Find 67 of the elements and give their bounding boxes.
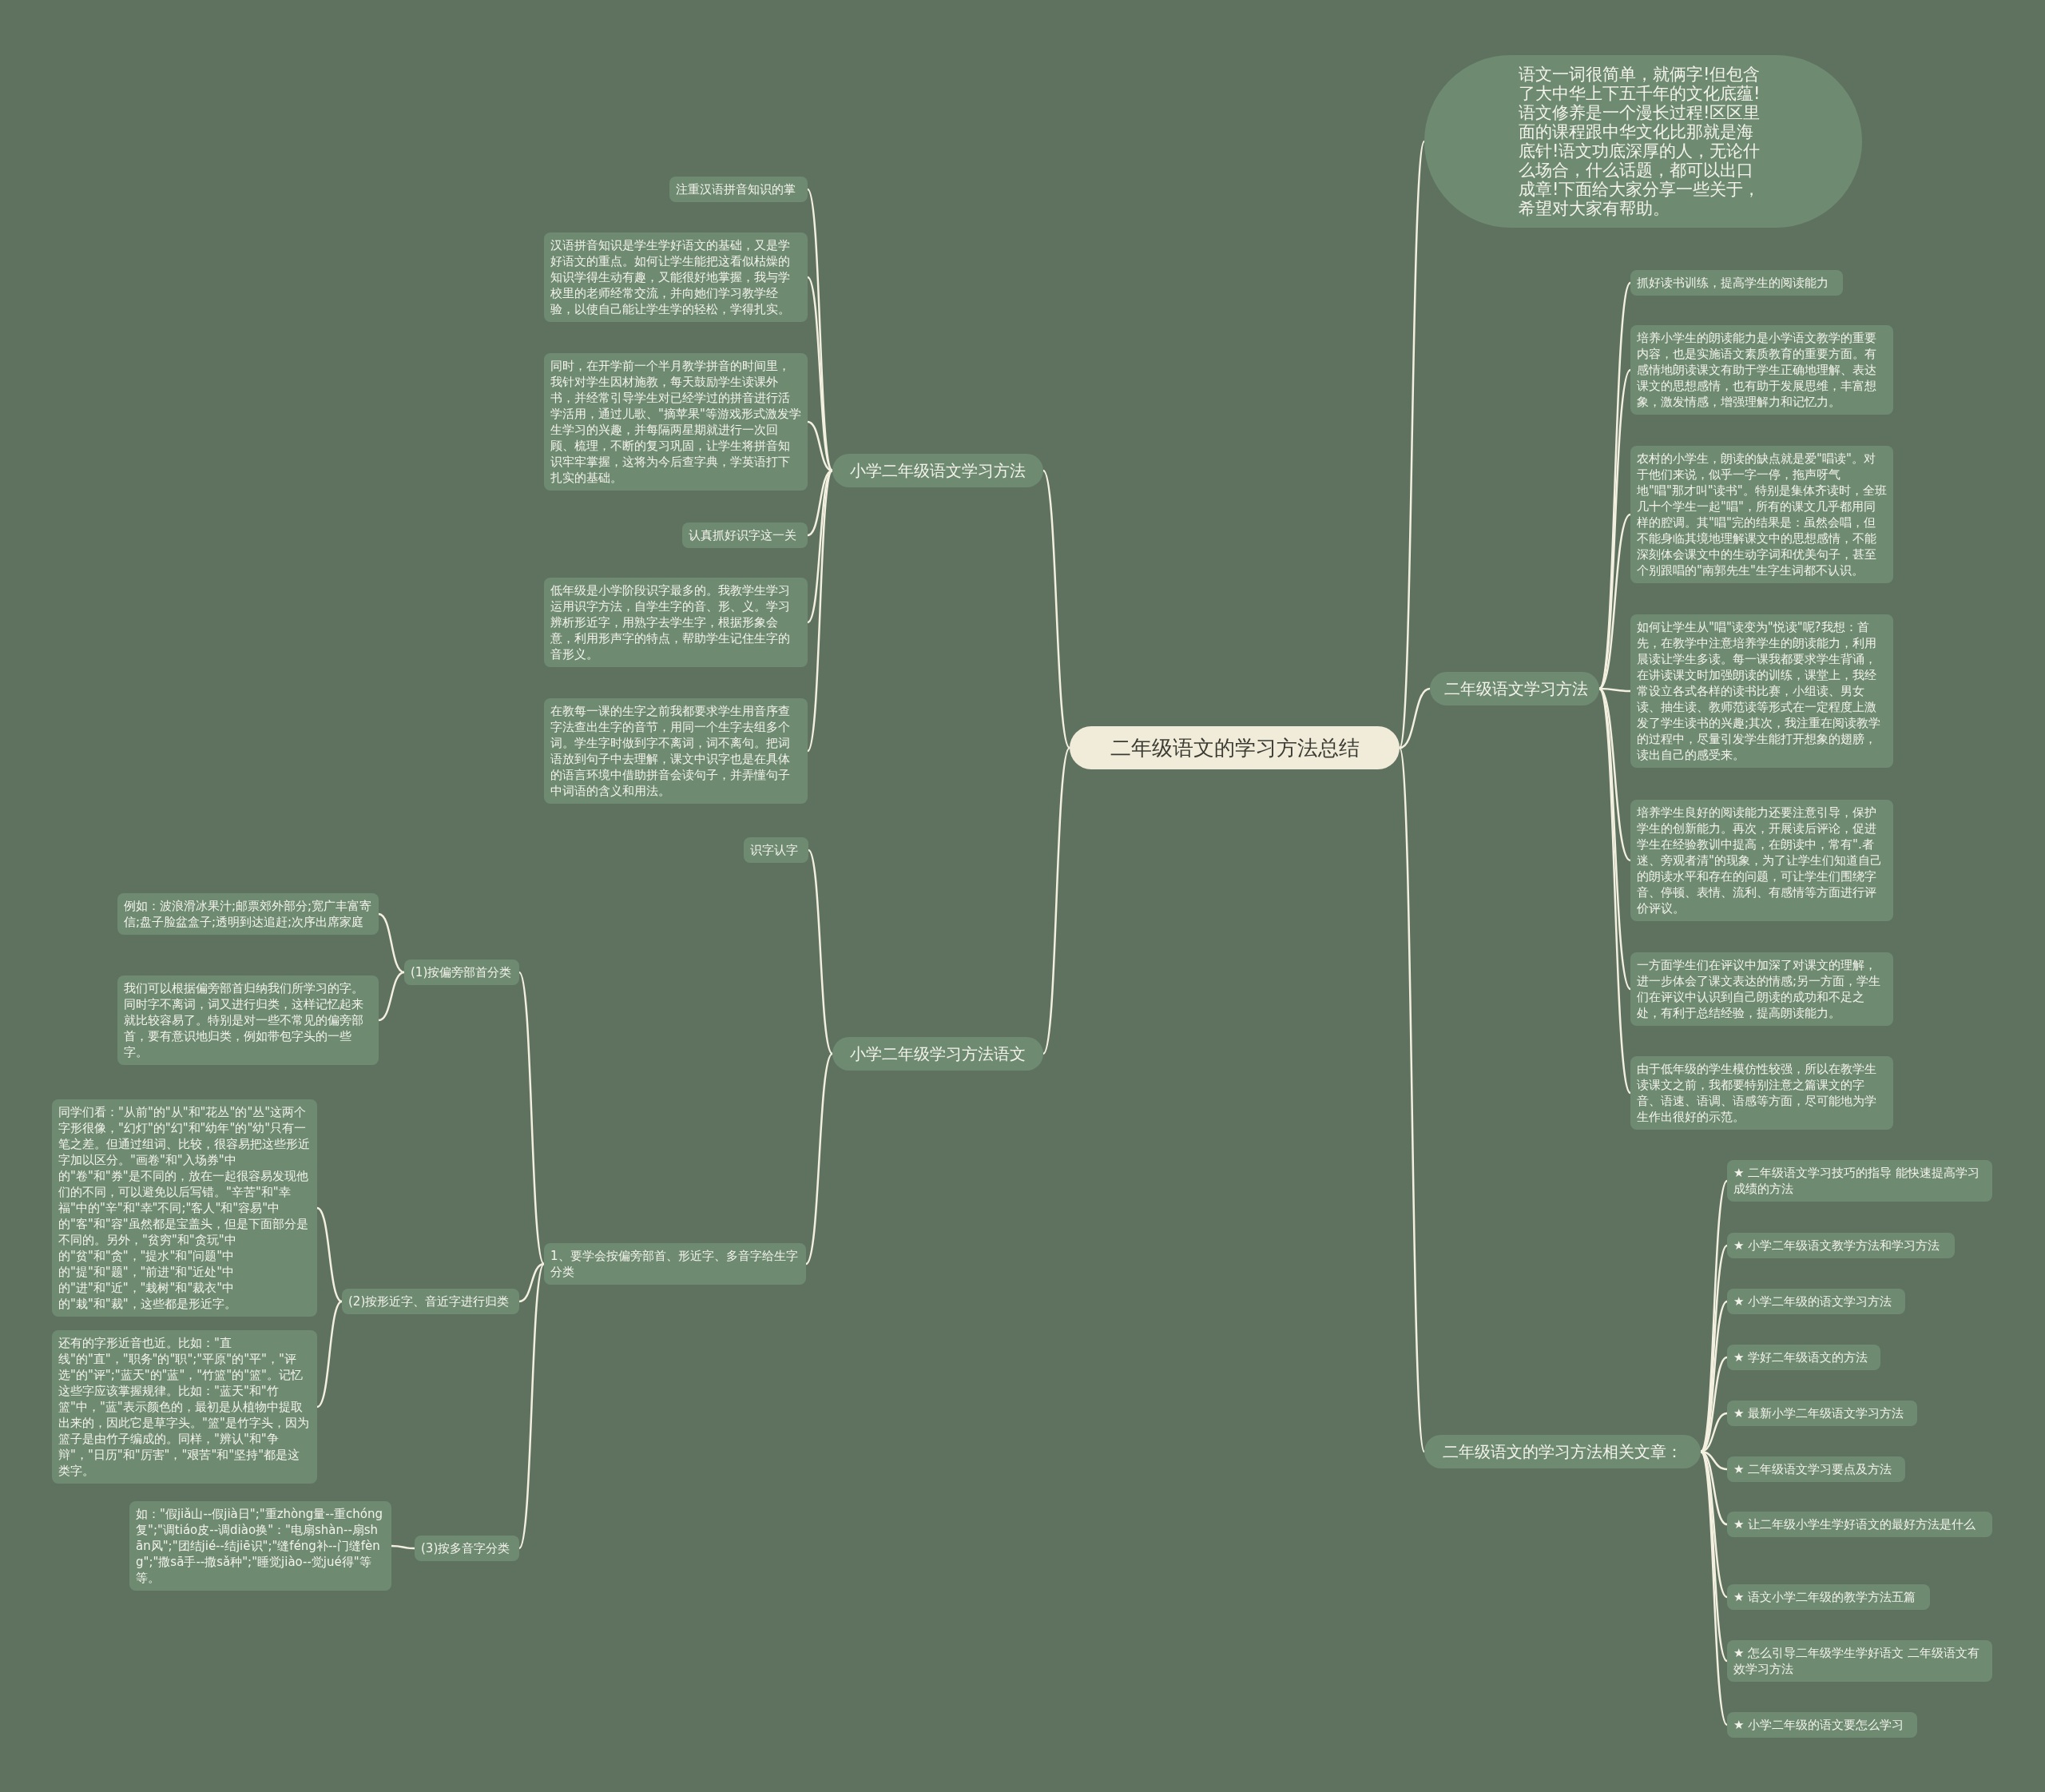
topic-card: 培养小学生的朗读能力是小学语文教学的重要内容，也是实施语文素质教育的重要方面。有感情地朗读课文有助于学生正确地理解、表达课文的思想感情，也有助于发展思维，丰富想象，激发情感，增强理解力和记忆力。 [1630, 325, 1893, 415]
connector-line [378, 912, 405, 974]
connector-line [378, 971, 405, 1022]
connector-line [316, 1206, 343, 1303]
connector-line [1598, 688, 1632, 990]
topic-card: 汉语拼音知识是学生学好语文的基础，又是学好语文的重点。如何让学生能把这看似枯燥的知识学得生动有趣，又能很好地掌握，我与学校里的老师经常交流，并向她们学习教学经验，以使自己能让学生学的轻松，学得扎实。 [544, 232, 808, 322]
topic-card: 抓好读书训练，提高学生的阅读能力 [1630, 270, 1843, 296]
topic-card: 一方面学生们在评议中加深了对课文的理解，进一步体会了课文表达的情感;另一方面，学生们在评议中认识到自己朗读的成功和不足之处，有利于总结经验，提高朗读能力。 [1630, 952, 1893, 1026]
topic-card: ★ 小学二年级语文教学方法和学习方法 [1727, 1233, 1955, 1258]
topic-card: 低年级是小学阶段识字最多的。我教学生学习运用识字方法，自学生字的音、形、义。学习辨析形近字，用熟字去学生字，根据形象会意，利用形声字的特点，帮助学生记住生字的音形义。 [544, 578, 808, 667]
topic-card: 同学们看："从前"的"从"和"花丛"的"丛"这两个字形很像，"幻灯"的"幻"和"幼年"的"幼"只有一笔之差。但通过组词、比较，很容易把这些形近字加以区分。"画卷"和"入场券"中的"卷"和"券"是不同的，放在一起很容易发现他们的不同，可以避免以后写错。"辛苦"和"幸福"中的"辛"和"幸"不同;"客人"和"容易"中的"客"和"容"虽然都是宝盖头，但是下面部分是不同的。另外，"贫穷"和"贪玩"中的"贫"和"贪"，"提水"和"问题"中的"提"和"题"，"前进"和"近处"中的"进"和"近"，"栽树"和"裁衣"中的"栽"和"裁"，这些都是形近字。 [52, 1099, 317, 1317]
topic-card: 识字认字 [744, 837, 808, 863]
topic-card: 在教每一课的生字之前我都要求学生用音序查字法查出生字的音节，用同一个生字去组多个词。学生字时做到字不离词，词不离句。把词语放到句子中去理解，课文中识字也是在具体的语言环境中借助拼音会读句子，并弄懂句子中词语的含义和用法。 [544, 698, 808, 804]
branch-topic: 小学二年级学习方法语文 [832, 1037, 1043, 1071]
connector-line [808, 849, 833, 1055]
connector-line [1599, 687, 1630, 693]
topic-card: 同时，在开学前一个半月教学拼音的时间里，我针对学生因材施教，每天鼓励学生读课外书，并经常引导学生对已经学过的拼音进行活学活用，通过儿歌、"摘苹果"等游戏形式激发学生学习的兴趣，并每隔两星期就进行一次回顾、梳理，不断的复习巩固，让学生将拼音知识牢牢掌握，这将为今后查字典，学英语打下扎实的基础。 [544, 353, 808, 491]
connector-line [1042, 470, 1071, 749]
connector-line [807, 470, 833, 623]
connector-line [1700, 1451, 1728, 1662]
central-topic: 二年级语文的学习方法总结 [1070, 726, 1400, 769]
topic-card: ★ 二年级语文学习要点及方法 [1727, 1456, 1905, 1482]
connector-line [391, 1544, 415, 1550]
connector-line [1699, 1451, 1729, 1726]
connector-line [518, 971, 546, 1265]
connector-line [518, 1263, 546, 1549]
intro-bubble: 语文一词很简单，就俩字!但包含了大中华上下五千年的文化底蕴!语文修养是一个漫长过程!区区里面的课程跟中华文化比那就是海底针!语文功底深厚的人，无论什么场合，什么话题，都可以出口成章!下面给大家分享一些关于，希望对大家有帮助。 [1424, 55, 1862, 228]
topic-card: 认真抓好识字这一关 [682, 523, 808, 548]
connector-line [1042, 747, 1071, 1055]
topic-card: ★ 学好二年级语文的方法 [1727, 1345, 1880, 1370]
connector-line [518, 1262, 545, 1303]
topic-card: 1、要学会按偏旁部首、形近字、多音字给生字分类 [544, 1243, 806, 1285]
topic-card: ★ 语文小学二年级的教学方法五篇 [1727, 1584, 1930, 1610]
topic-card: (2)按形近字、音近字进行归类 [342, 1289, 519, 1314]
connector-line [1699, 1180, 1729, 1452]
topic-card: 注重汉语拼音知识的掌 [669, 177, 808, 202]
connector-line [1398, 747, 1426, 1452]
connector-line [807, 276, 833, 471]
branch-topic: 小学二年级语文学习方法 [832, 454, 1043, 487]
connector-line [1398, 141, 1426, 749]
topic-card: (3)按多音字分类 [415, 1536, 519, 1561]
topic-card: 还有的字形近音也近。比如："直线"的"直"，"职务"的"职";"平原"的"平"，"评选"的"评";"蓝天"的"蓝"，"竹篮"的"篮"。记忆这些字应该掌握规律。比如："蓝天"和"竹篮"中，"蓝"表示颜色的，最初是从植物中提取出来的，因此它是草字头。"篮"是竹字头，因为篮子是由竹子编成的。同样，"辨认"和"争辩"，"日历"和"厉害"，"艰苦"和"坚持"都是这类字。 [52, 1330, 317, 1484]
connector-line [806, 189, 834, 471]
topic-card: 如："假jiǎ山--假jià日";"重zhòng量--重chóng复";"调tiáo皮--调diào换"："电扇shàn--扇shān风";"团结jié--结jiē识";"缝féng补--门缝fèng";"撒sā手--撒sǎ种";"睡觉jiào--觉jué得"等等。 [129, 1501, 391, 1591]
topic-card: 如何让学生从"唱"读变为"悦读"呢?我想：首先，在教学中注意培养学生的朗读能力，利用晨读让学生多读。每一课我都要求学生背诵，在讲读课文时加强朗读的训练，课堂上，我经常设立各式各样的读书比赛，小组读、男女读、抽生读、教师范读等形式在一定程度上激发了学生读书的兴趣;其次，我注重在阅读教学的过程中，尽量引发学生能打开想象的翅膀，读出自己的感受来。 [1630, 614, 1893, 768]
connector-line [1399, 687, 1431, 749]
branch-topic: 二年级语文的学习方法相关文章： [1424, 1435, 1701, 1468]
connector-line [1598, 282, 1632, 689]
branch-topic: 二年级语文学习方法 [1430, 672, 1599, 705]
connector-line [316, 1300, 343, 1409]
connector-line [805, 1053, 833, 1265]
topic-card: 培养学生良好的阅读能力还要注意引导，保护学生的创新能力。再次，开展读后评论，促进学生在经验教训中提高，在朗读中，常有".者迷、旁观者清"的现象，为了让学生们知道自己的朗读水平和存在的问题，可让学生们围绕字音、停顿、表情、流利、有感情等方面进行评价评议。 [1630, 800, 1893, 921]
topic-card: ★ 小学二年级的语文学习方法 [1727, 1289, 1905, 1314]
connector-line [807, 420, 833, 472]
topic-card: ★ 最新小学二年级语文学习方法 [1727, 1401, 1917, 1426]
topic-card: ★ 小学二年级的语文要怎么学习 [1727, 1712, 1917, 1738]
topic-card: 由于低年级的学生模仿性较强，所以在教学生读课文之前，我都要特别注意之篇课文的字音、语速、语调、语感等方面，尽可能地为学生作出很好的示范。 [1630, 1056, 1893, 1130]
connector-line [1598, 369, 1632, 689]
topic-card: 我们可以根据偏旁部首归纳我们所学习的字。同时字不离词，词又进行归类，这样记忆起来就比较容易了。特别是对一些不常见的偏旁部首，要有意识地归类，例如带包字头的一些字。 [117, 975, 379, 1065]
topic-card: ★ 让二年级小学生学好语文的最好方法是什么 [1727, 1512, 1992, 1537]
topic-card: ★ 二年级语文学习技巧的指导 能快速提高学习成绩的方法 [1727, 1160, 1992, 1202]
connector-line [806, 470, 834, 752]
topic-card: (1)按偏旁部首分类 [404, 960, 519, 985]
topic-card: 农村的小学生，朗读的缺点就是爱"唱读"。对于他们来说，似乎一字一停，拖声呀气地"唱"那才叫"读书"。特别是集体齐读时，全班几十个学生一起"唱"，所有的课文几乎都用同样的腔调。其"唱"完的结果是：虽然会唱，但不能身临其境地理解课文中的思想感情，不能深刻体会课文中的生动字词和优美句子，甚至个别跟唱的"南郭先生"生字生词都不认识。 [1630, 446, 1893, 583]
connector-line [1598, 688, 1632, 1094]
topic-card: 例如：波浪滑冰果汁;邮票郊外部分;宽广丰富寄信;盘子脸盆盒子;透明到达追赶;次序出席家庭 [117, 893, 379, 935]
topic-card: ★ 怎么引导二年级学生学好语文 二年级语文有效学习方法 [1727, 1640, 1992, 1682]
